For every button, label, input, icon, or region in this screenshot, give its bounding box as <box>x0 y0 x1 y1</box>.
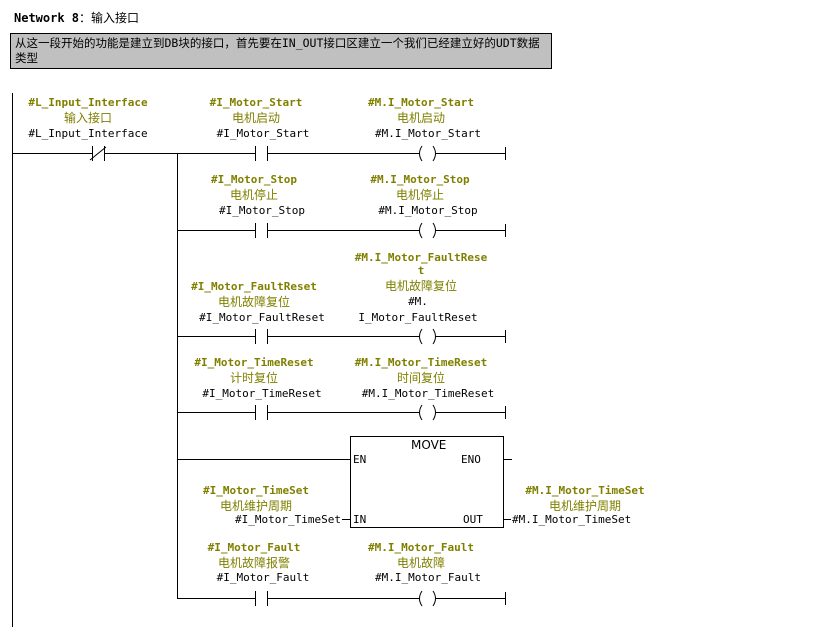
contact-comment: 电机停止 <box>229 188 279 202</box>
move-block[interactable] <box>177 436 512 528</box>
move-in-symbol: #I_Motor_TimeSet <box>203 484 309 497</box>
move-out-comment: 电机维护周期 <box>548 499 622 513</box>
coil-address-wrap[interactable]: I_Motor_FaultReset <box>358 311 478 324</box>
coil-comment: 电机停止 <box>395 188 445 202</box>
contact-symbol: #L_Input_Interface <box>28 96 148 109</box>
coil-address[interactable]: #M.I_Motor_Start <box>375 127 481 140</box>
coil-address[interactable]: #M.I_Motor_TimeReset <box>361 387 495 400</box>
coil-comment: 电机启动 <box>396 111 446 125</box>
coil-symbol: #M.I_Motor_Stop <box>370 173 470 186</box>
coil-symbol: #M.I_Motor_FaultRese <box>354 251 488 264</box>
contact-comment: 输入接口 <box>63 111 113 125</box>
move-eno-pin: ENO <box>461 453 481 466</box>
contact-comment: 计时复位 <box>229 371 279 385</box>
network-name: ：输入接口 <box>79 11 140 25</box>
coil-comment: 电机故障 <box>396 556 446 570</box>
rung-motor-stop <box>177 222 506 239</box>
rung-motor-start <box>177 145 506 162</box>
coil-symbol: #M.I_Motor_Fault <box>368 541 474 554</box>
network-comment[interactable]: 从这一段开始的功能是建立到DB块的接口，首先要在IN_OUT接口区建立一个我们已… <box>10 33 552 69</box>
coil-address[interactable]: #M.I_Motor_Stop <box>378 204 478 217</box>
contact-symbol: #I_Motor_FaultReset <box>191 280 317 293</box>
coil-address[interactable]: #M.I_Motor_Fault <box>375 571 481 584</box>
contact-symbol: #I_Motor_Start <box>209 96 303 109</box>
coil-symbol-wrap: t <box>417 264 425 277</box>
contact-address[interactable]: #I_Motor_Start <box>216 127 310 140</box>
move-in-pin: IN <box>353 513 367 526</box>
coil-symbol: #M.I_Motor_TimeReset <box>354 356 488 369</box>
move-in-address[interactable]: #I_Motor_TimeSet <box>235 513 341 526</box>
contact-symbol: #I_Motor_TimeReset <box>194 356 314 369</box>
contact-address[interactable]: #I_Motor_Fault <box>216 571 310 584</box>
network-label: Network 8 <box>14 11 80 25</box>
move-title: MOVE <box>411 438 447 452</box>
contact-address[interactable]: #I_Motor_FaultReset <box>199 311 325 324</box>
contact-symbol: #I_Motor_Stop <box>210 173 298 186</box>
contact-comment: 电机故障复位 <box>217 295 291 309</box>
contact-address[interactable]: #L_Input_Interface <box>28 127 148 140</box>
move-out-symbol: #M.I_Motor_TimeSet <box>525 484 645 497</box>
nc-contact-input-interface[interactable] <box>88 146 110 161</box>
coil-comment: 时间复位 <box>396 371 446 385</box>
contact-address[interactable]: #I_Motor_TimeReset <box>202 387 322 400</box>
move-en-pin: EN <box>353 453 367 466</box>
rung-motor-faultreset <box>177 328 506 345</box>
move-out-address[interactable]: #M.I_Motor_TimeSet <box>512 513 632 526</box>
coil-symbol: #M.I_Motor_Start <box>368 96 474 109</box>
move-in-comment: 电机维护周期 <box>219 499 293 513</box>
rung-motor-timereset <box>177 404 506 421</box>
contact-symbol: #I_Motor_Fault <box>207 541 301 554</box>
contact-comment: 电机故障报警 <box>217 556 291 570</box>
network-title: Network 8：输入接口 <box>14 9 139 26</box>
coil-address[interactable]: #M. <box>408 295 428 308</box>
rung-motor-fault <box>177 590 506 607</box>
move-out-pin: OUT <box>463 513 483 526</box>
contact-comment: 电机启动 <box>231 111 281 125</box>
coil-comment: 电机故障复位 <box>384 279 458 293</box>
contact-address[interactable]: #I_Motor_Stop <box>218 204 306 217</box>
